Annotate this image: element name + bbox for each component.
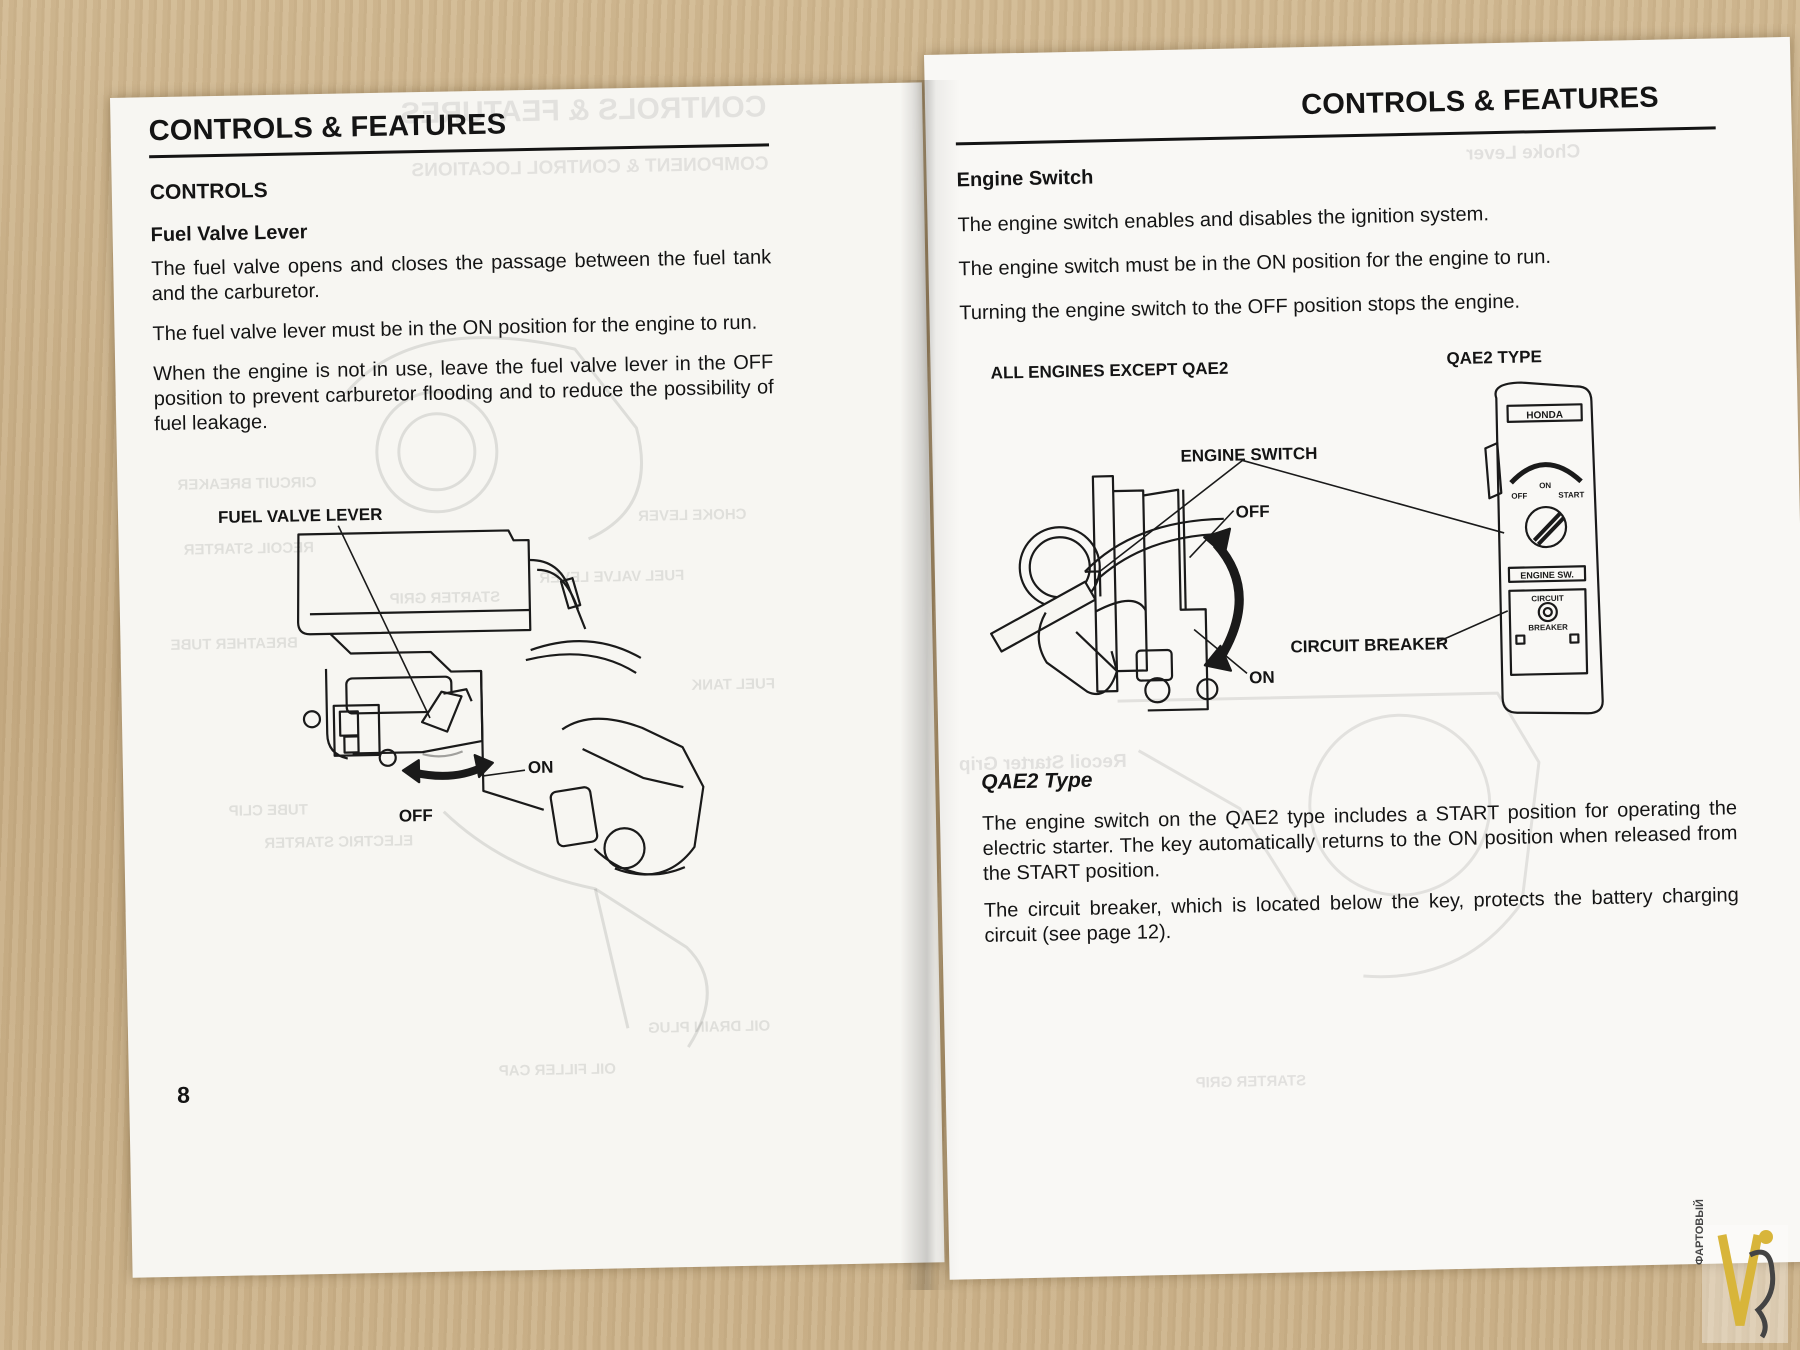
panel-brand: HONDA (1526, 410, 1563, 422)
panel-on: ON (1539, 481, 1551, 490)
qae2-heading: QAE2 Type (981, 768, 1093, 794)
panel-start: START (1558, 490, 1584, 500)
panel-off: OFF (1511, 491, 1527, 500)
engine-switch-illustration: HONDA ON OFF START ENGINE SW. CIRCUIT BR… (990, 381, 1604, 979)
watermark-text: ФАРТОВЫЙ (1694, 1199, 1706, 1265)
right-page: Choke Lever Recoil Starter Grip STARTER … (924, 36, 1800, 1280)
panel-breaker: BREAKER (1528, 623, 1568, 633)
panel-engine-sw: ENGINE SW. (1520, 570, 1574, 581)
left-page: CONTROLS & FEATURES COMPONENT & CONTROL … (110, 82, 945, 1278)
page-number: 8 (176, 1081, 191, 1108)
paragraph: The engine switch on the QAE2 type inclu… (981, 797, 1738, 885)
fuel-valve-lever-label: FUEL VALVE LEVER (217, 504, 383, 528)
watermark-icon (1702, 1225, 1788, 1343)
fuel-valve-illustration (297, 336, 709, 1048)
watermark-logo: ФАРТОВЫЙ (1694, 1199, 1790, 1345)
off-label: OFF (398, 805, 434, 826)
on-label: ON (527, 757, 554, 778)
book-gutter-shadow (900, 80, 960, 1290)
panel-circuit: CIRCUIT (1531, 594, 1564, 604)
